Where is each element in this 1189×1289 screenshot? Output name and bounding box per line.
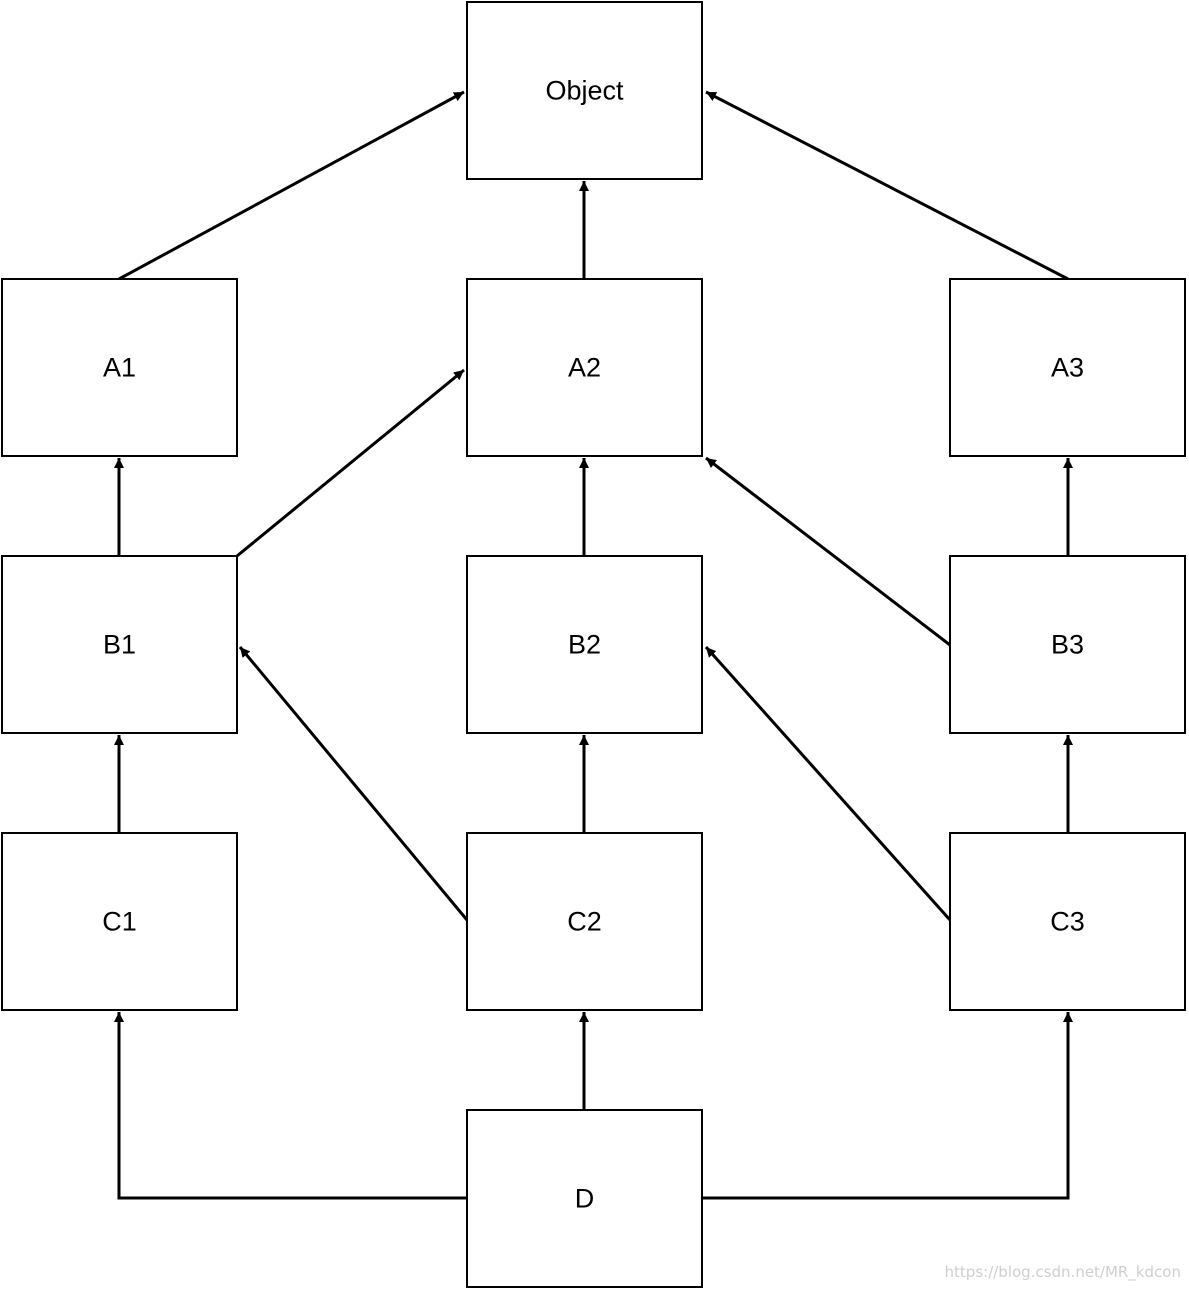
node-box (466, 832, 703, 1011)
node-box (466, 278, 703, 457)
node-label: A2 (568, 353, 601, 383)
node-b3: B3 (949, 555, 1186, 734)
node-label: C1 (102, 907, 137, 937)
edge-a1-to-object (118, 90, 465, 281)
node-c2: C2 (466, 832, 703, 1011)
edge-b3-to-a2 (705, 456, 951, 647)
node-label: A1 (103, 353, 136, 383)
node-box (949, 555, 1186, 734)
watermark: https://blog.csdn.net/MR_kdcon (944, 1263, 1181, 1281)
edge-a3-to-object (705, 90, 1069, 281)
node-box (1, 278, 238, 457)
node-a2: A2 (466, 278, 703, 457)
node-c1: C1 (1, 832, 238, 1011)
node-box (1, 832, 238, 1011)
node-b2: B2 (466, 555, 703, 734)
node-label: C2 (567, 907, 602, 937)
node-d: D (466, 1109, 703, 1288)
node-box (949, 832, 1186, 1011)
node-box (949, 278, 1186, 457)
node-c3: C3 (949, 832, 1186, 1011)
edge-layer (114, 90, 1073, 1200)
node-label: B3 (1051, 630, 1084, 660)
node-label: Object (545, 76, 624, 106)
edge-c2-to-b1 (238, 646, 469, 921)
node-label: B2 (568, 630, 601, 660)
node-label: C3 (1050, 907, 1085, 937)
node-box (466, 1109, 703, 1288)
node-label: B1 (103, 630, 136, 660)
node-label: D (575, 1184, 595, 1214)
node-a1: A1 (1, 278, 238, 457)
node-box (466, 1, 703, 180)
edge-d-to-c1 (114, 1012, 467, 1200)
edge-c3-to-b2 (704, 646, 952, 921)
edge-d-to-c3 (702, 1012, 1073, 1200)
node-a3: A3 (949, 278, 1186, 457)
node-box (1, 555, 238, 734)
node-label: A3 (1051, 353, 1084, 383)
edge-b1-to-a2 (236, 368, 465, 558)
node-box (466, 555, 703, 734)
node-object: Object (466, 1, 703, 180)
node-b1: B1 (1, 555, 238, 734)
